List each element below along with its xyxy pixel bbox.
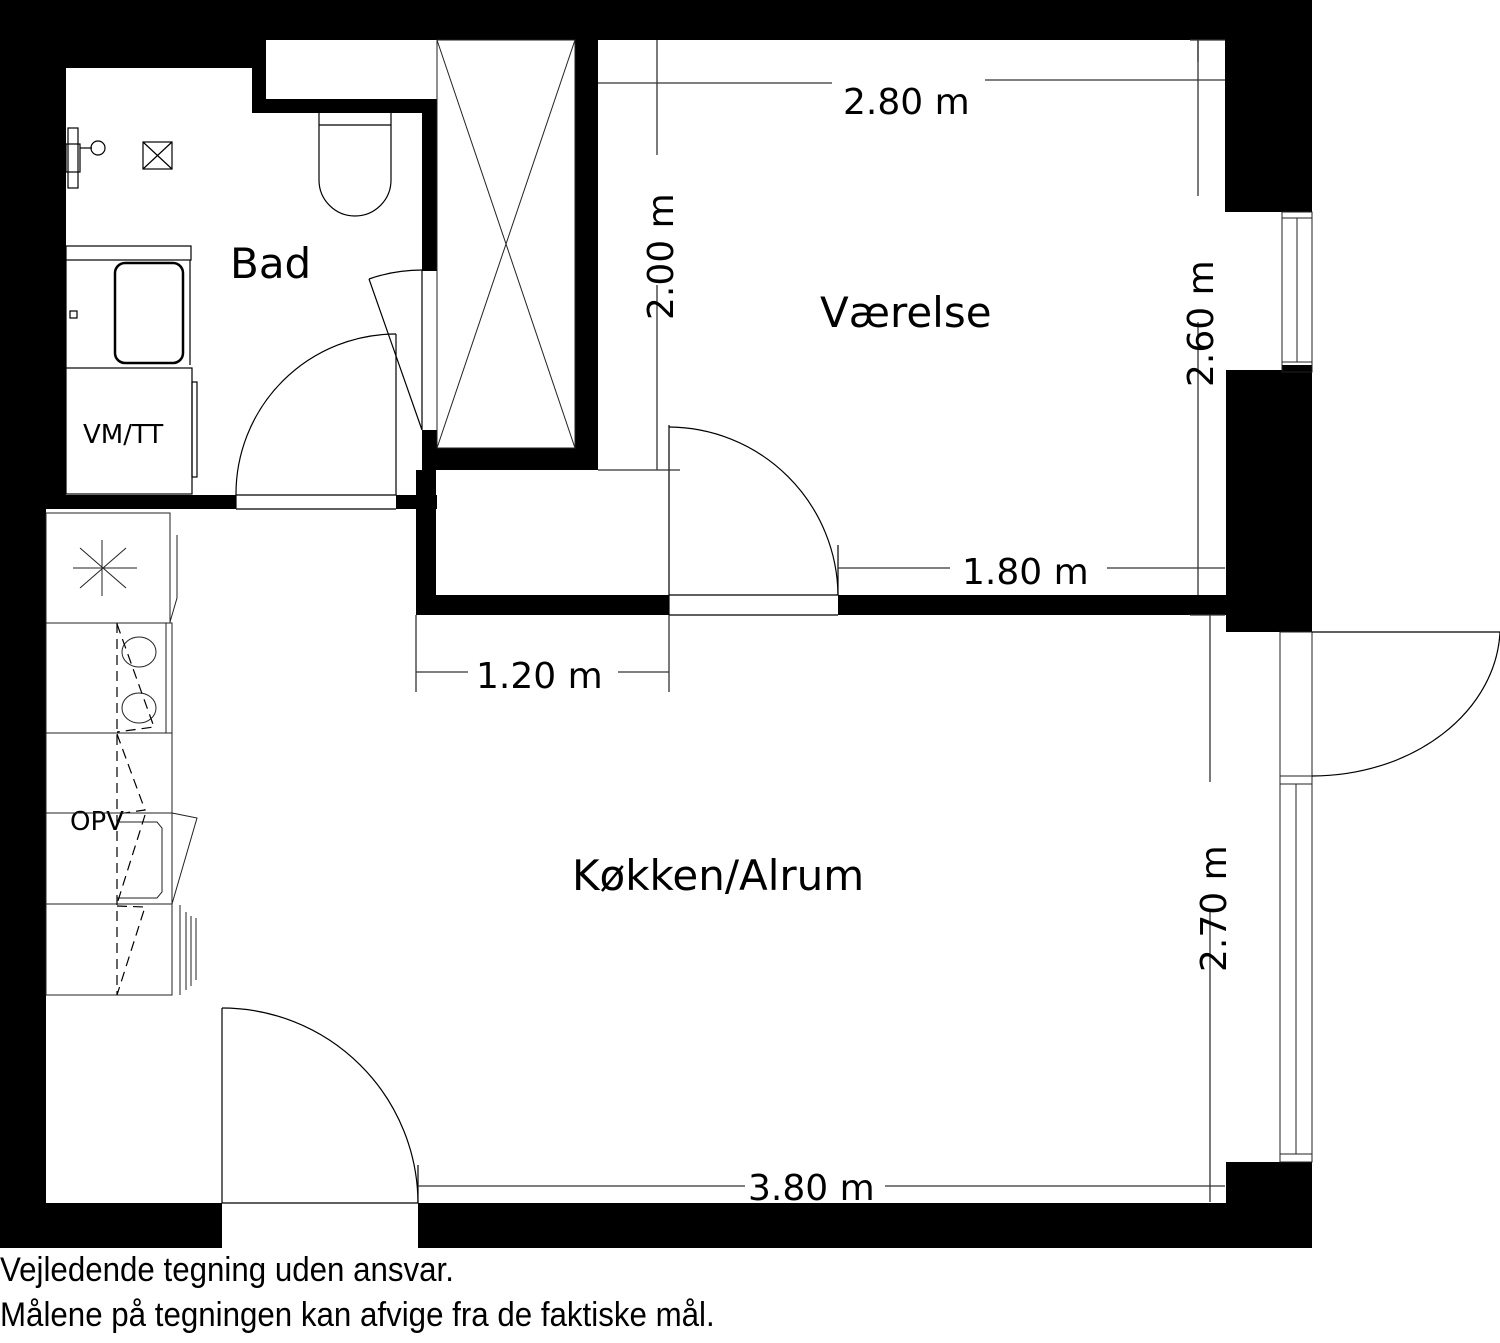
entrance-door-icon: [221, 1007, 419, 1204]
dim-label-vaerelse-left: 2.00 m: [641, 193, 682, 320]
bedroom-door-icon: [668, 425, 839, 616]
outer-walls: [0, 0, 1312, 1248]
closet-door-icon: [368, 269, 423, 431]
disclaimer-line-1: Vejledende tegning uden ansvar.: [0, 1251, 454, 1289]
room-label-kokken-alrum: Køkken/Alrum: [572, 851, 864, 900]
toilet-icon: [318, 113, 392, 217]
dim-label-vaerelse-bottom: 1.80 m: [962, 552, 1089, 593]
dim-label-hall: 1.20 m: [476, 656, 603, 697]
dim-label-vaerelse-right: 2.60 m: [1181, 260, 1222, 387]
dim-label-kitchen-right: 2.70 m: [1194, 845, 1235, 972]
shower-mixer-icon: [65, 127, 106, 189]
room-label-bad: Bad: [230, 239, 311, 288]
sink-icon: [65, 245, 192, 368]
bathroom-door-icon: [235, 333, 397, 510]
fixture-label-opv: OPV: [70, 807, 124, 837]
dimension-lines: [415, 39, 1225, 1202]
kitchen-fixtures: OPV: [45, 512, 198, 996]
fridge-icon: [45, 903, 197, 996]
room-label-vaerelse: Værelse: [820, 288, 992, 337]
hob-icon: [45, 622, 173, 734]
bathroom-fixtures: VM/TT: [65, 113, 423, 510]
washer-dryer-icon: [65, 367, 198, 495]
dim-label-vaerelse-top: 2.80 m: [843, 82, 970, 123]
floor-plan: VM/TT: [0, 0, 1500, 1248]
windows: [1279, 211, 1313, 1163]
disclaimer-line-2: Målene på tegningen kan afvige fra de fa…: [0, 1296, 715, 1334]
closet-icon: [436, 39, 576, 449]
inner-walls: [46, 40, 1228, 615]
dim-label-kitchen-bottom: 3.80 m: [748, 1168, 875, 1209]
balcony-door-icon: [1311, 631, 1500, 777]
extractor-fan-icon: [73, 540, 137, 596]
floor-drain-icon: [142, 141, 173, 170]
fixture-label-vm-tt: VM/TT: [83, 420, 163, 450]
